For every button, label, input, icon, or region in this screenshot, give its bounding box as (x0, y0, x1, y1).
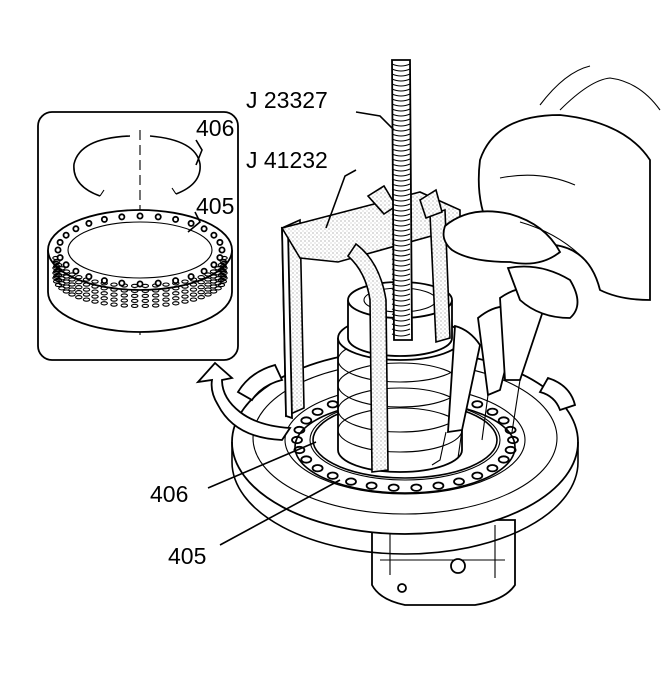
housing-assembly (231, 281, 579, 606)
inset-snap-ring-406 (73, 135, 201, 197)
snap-ring-pliers (431, 287, 550, 466)
inset-spring-ring-405 (47, 209, 233, 333)
forcing-screw-j23327 (391, 59, 413, 341)
label-j23327: J 23327 (246, 87, 328, 113)
label-main-405: 405 (168, 543, 206, 569)
curved-arrow-icon (195, 361, 292, 441)
housing-mount (371, 519, 516, 606)
label-main-406: 406 (150, 481, 188, 507)
hand (442, 65, 661, 319)
leader-lines (187, 111, 395, 546)
detail-inset (37, 111, 239, 361)
label-inset-405: 405 (196, 193, 234, 219)
label-j41232: J 41232 (246, 147, 328, 173)
label-inset-406: 406 (196, 115, 234, 141)
